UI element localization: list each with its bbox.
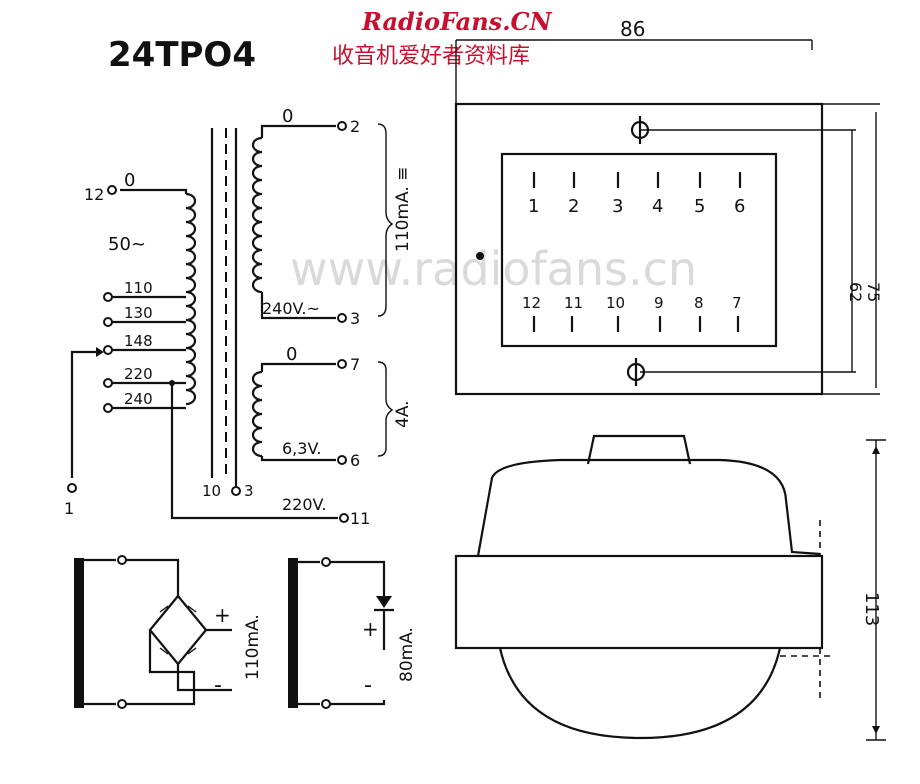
watermark-site-cn: 收音机爱好者资料库	[332, 44, 530, 69]
terminal-11-label: 11	[350, 509, 370, 528]
width-dim-label: 86	[620, 17, 645, 41]
core-terminal-label: 10	[202, 482, 221, 500]
pin-4-label: 4	[652, 196, 663, 217]
hv-current-label: 110mA. ≡	[393, 167, 413, 252]
pin-1-label: 1	[528, 196, 539, 217]
tap-freq-label: 50~	[108, 234, 146, 255]
watermark-url: www.radiofans.cn	[290, 242, 697, 296]
terminal-7-label: 7	[350, 355, 360, 374]
hv-top-label: 0	[282, 106, 293, 127]
terminal-2-label: 2	[350, 117, 360, 136]
hv-voltage-label: 240V.~	[262, 299, 320, 318]
watermark-site: RadioFans.CN	[361, 7, 553, 36]
height-dim-label: 113	[861, 592, 882, 626]
pin-2-label: 2	[568, 196, 579, 217]
outer-dim-label: 75	[864, 282, 883, 302]
bridge-current-label: 110mA.	[243, 614, 263, 680]
heater-top-label: 0	[286, 344, 297, 365]
terminal-3-label: 3	[350, 309, 360, 328]
bridge-rectifier-diagram	[74, 555, 232, 709]
diagram-title: 24TPO4	[108, 35, 256, 75]
tap-148-label: 148	[124, 332, 153, 350]
terminal-6-label: 6	[350, 451, 360, 470]
bridge-minus-label: -	[214, 673, 222, 698]
heater-voltage-label: 6,3V.	[282, 439, 321, 458]
pin-9-label: 9	[654, 294, 664, 312]
heater-secondary-winding	[251, 359, 394, 465]
pin-7-label: 7	[732, 294, 742, 312]
heater-current-label: 4A.	[393, 400, 413, 428]
shield-voltage-label: 220V.	[282, 495, 327, 514]
inner-dim-label: 62	[846, 282, 865, 302]
halfwave-current-label: 80mA.	[397, 627, 417, 682]
transformer-core	[210, 128, 238, 478]
pin-10-label: 10	[606, 294, 625, 312]
tap-240-label: 240	[124, 390, 153, 408]
core-terminal-num: 3	[244, 482, 254, 500]
halfwave-minus-label: -	[364, 673, 372, 698]
terminal-12-label: 12	[84, 185, 104, 204]
tap-220-label: 220	[124, 365, 153, 383]
primary-winding	[67, 185, 349, 523]
tap-0-label: 0	[124, 170, 135, 191]
tap-110-label: 110	[124, 279, 153, 297]
pin-11-label: 11	[564, 294, 583, 312]
hv-secondary-winding	[251, 121, 394, 323]
halfwave-rectifier-diagram	[288, 557, 394, 709]
pin-3-label: 3	[612, 196, 623, 217]
pin-8-label: 8	[694, 294, 704, 312]
tap-130-label: 130	[124, 304, 153, 322]
terminal-1-label: 1	[64, 499, 74, 518]
top-view-drawing	[454, 39, 880, 396]
pin-12-label: 12	[522, 294, 541, 312]
side-view-drawing	[454, 434, 886, 741]
halfwave-plus-label: +	[362, 617, 379, 641]
bridge-plus-label: +	[214, 603, 231, 627]
pin-6-label: 6	[734, 196, 745, 217]
pin-5-label: 5	[694, 196, 705, 217]
